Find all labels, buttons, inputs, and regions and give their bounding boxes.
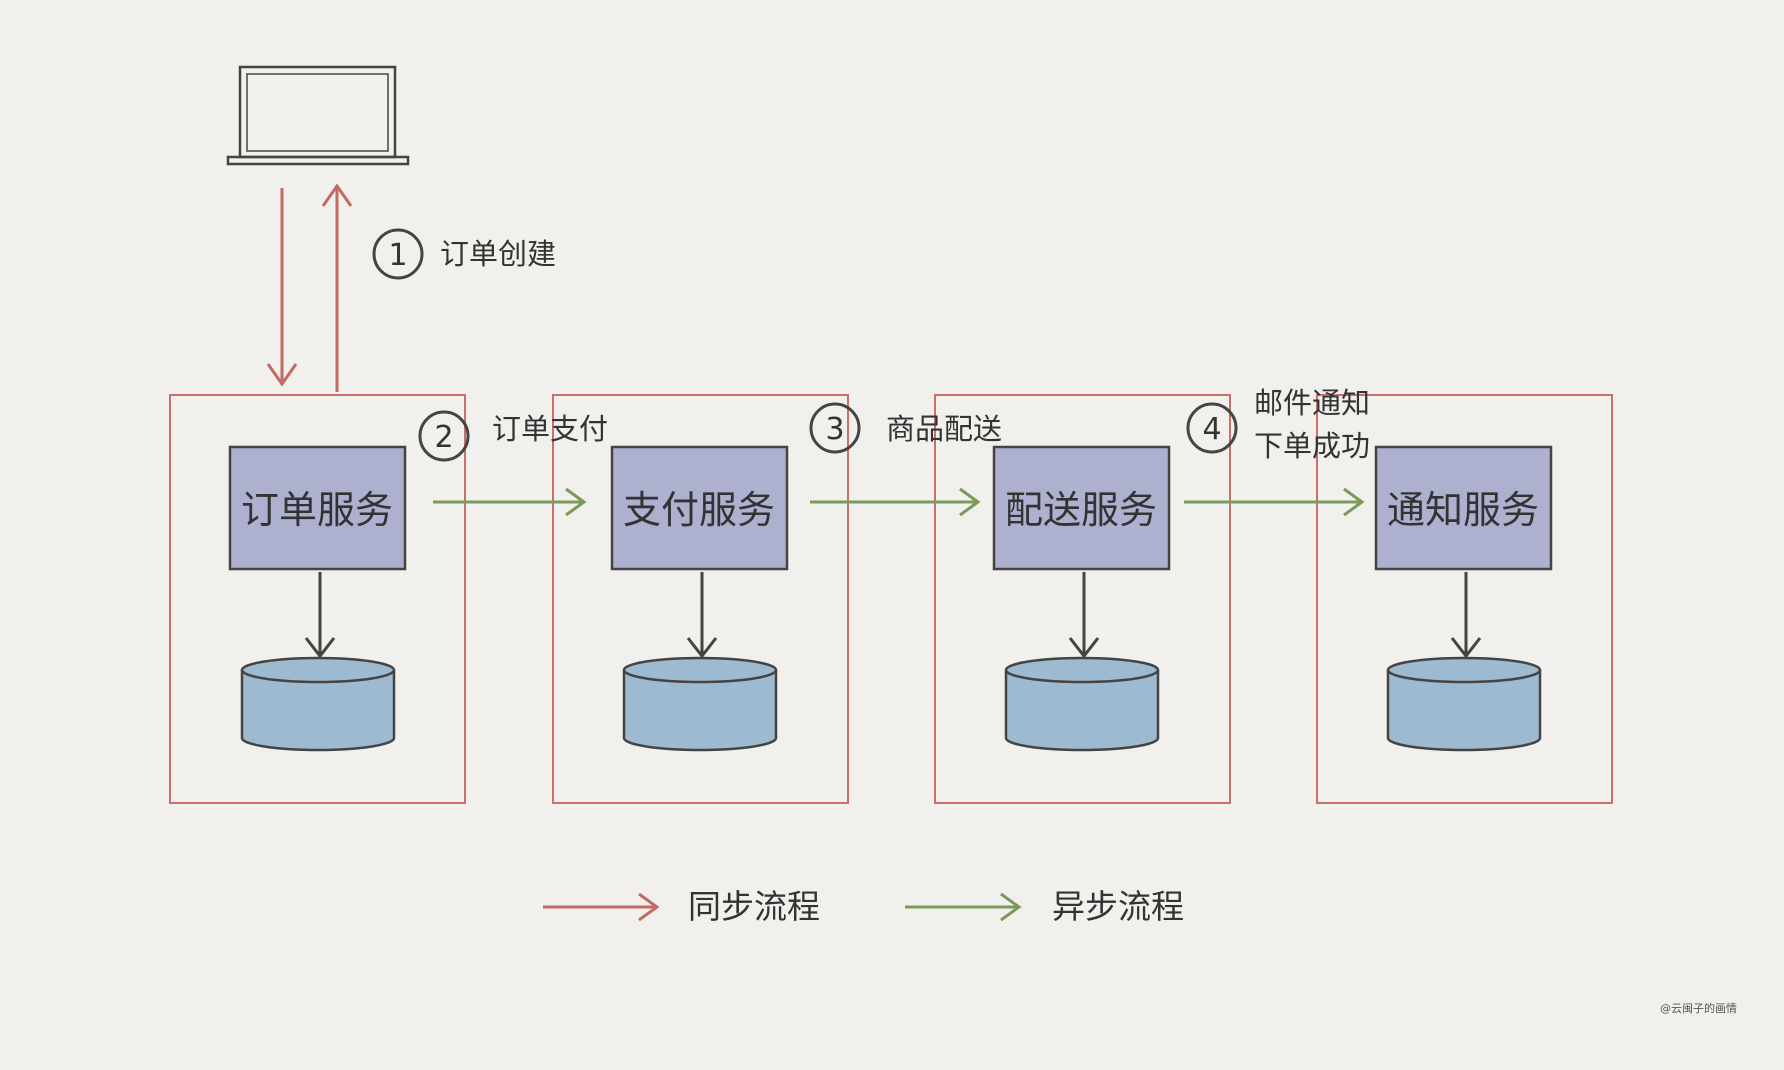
notification-db-arrow [1450,572,1482,659]
notification-service-box: 通知服务 [1374,445,1553,571]
notification-service-label: 通知服务 [1387,488,1539,532]
async-arrow-order-to-payment [433,487,587,517]
step-4-label-line-2: 下单成功 [1254,429,1370,463]
payment-service-container [552,394,849,804]
payment-service-label: 支付服务 [623,488,775,532]
watermark: @云闽子的画情 [1660,1001,1737,1015]
step-3-marker: 3 [809,402,861,454]
delivery-service-label: 配送服务 [1005,488,1157,532]
step-4-label-line-1: 邮件通知 [1254,386,1370,420]
async-arrow-payment-to-delivery [810,487,981,517]
step-3-number: 3 [825,412,844,447]
step-1-number: 1 [388,238,407,273]
step-1-marker: 1 [372,228,424,280]
notification-database-icon [1386,656,1542,752]
legend-async-arrow [905,892,1022,922]
client-request-arrow [266,188,298,387]
notification-service-container [1316,394,1613,804]
legend-sync-arrow [543,892,660,922]
payment-database-icon [622,656,778,752]
delivery-service-container [934,394,1231,804]
delivery-db-arrow [1068,572,1100,659]
step-4-marker: 4 [1186,402,1238,454]
legend-async-label: 异步流程 [1052,887,1184,926]
order-service-label: 订单服务 [241,488,393,532]
laptop-icon [226,65,410,166]
legend-sync-label: 同步流程 [688,887,820,926]
payment-service-box: 支付服务 [610,445,789,571]
order-service-box: 订单服务 [228,445,407,571]
order-service-container [169,394,466,804]
delivery-database-icon [1004,656,1160,752]
order-db-arrow [304,572,336,659]
async-arrow-delivery-to-notification [1184,487,1365,517]
step-4-number: 4 [1202,412,1221,447]
step-3-label: 商品配送 [886,412,1002,446]
step-2-marker: 2 [418,410,470,462]
client-response-arrow [321,183,353,392]
order-database-icon [240,656,396,752]
step-2-label: 订单支付 [492,412,608,446]
step-2-number: 2 [434,420,453,455]
step-1-label: 订单创建 [440,237,556,271]
payment-db-arrow [686,572,718,659]
legend: 同步流程 异步流程 [543,887,1184,926]
delivery-service-box: 配送服务 [992,445,1171,571]
